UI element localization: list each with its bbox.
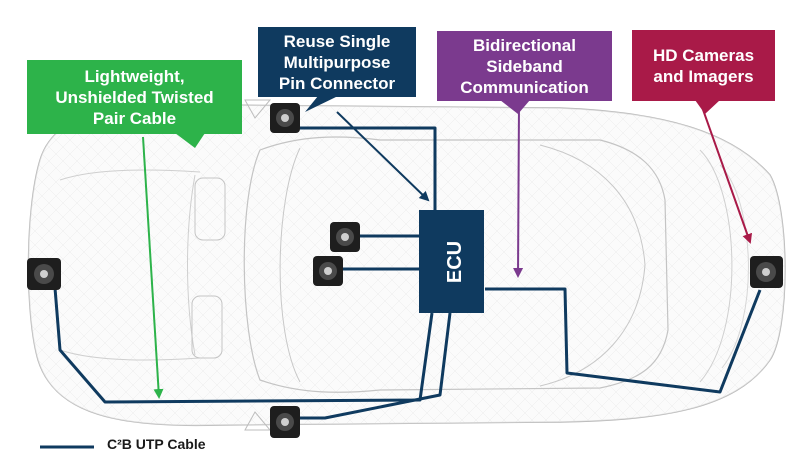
callout-sideband-line-2: Sideband bbox=[486, 56, 563, 76]
camera-module-interior-2 bbox=[313, 256, 343, 286]
callout-connector-line-1: Reuse Single bbox=[283, 31, 391, 51]
camera-module-bottom-mirror bbox=[270, 406, 300, 438]
callout-tail-purple bbox=[500, 100, 530, 114]
callout-cable-line-1: Lightweight, bbox=[84, 66, 185, 86]
ecu-label: ECU bbox=[444, 241, 466, 283]
ecu-box: ECU bbox=[419, 210, 484, 313]
camera-module-front bbox=[27, 258, 61, 290]
arrow-connector bbox=[336, 111, 430, 202]
callout-tail-green bbox=[175, 133, 205, 148]
arrow-cameras bbox=[700, 103, 753, 244]
callout-connector-line-2: Multipurpose bbox=[283, 52, 391, 72]
camera-module-rear bbox=[750, 256, 783, 288]
callout-tail-red bbox=[695, 100, 720, 114]
callout-connector-line-3: Pin Connector bbox=[278, 73, 396, 93]
callout-sideband-line-3: Communication bbox=[460, 77, 589, 97]
callout-cable-line-2: Unshielded Twisted bbox=[55, 87, 214, 107]
callout-sideband: Bidirectional Sideband Communication bbox=[437, 31, 612, 101]
arrow-cable bbox=[142, 136, 164, 399]
callout-tail-navy bbox=[305, 96, 338, 112]
callout-cable-line-3: Pair Cable bbox=[92, 108, 177, 128]
legend-label: C²B UTP Cable bbox=[107, 436, 206, 452]
callout-sideband-line-1: Bidirectional bbox=[473, 35, 576, 55]
arrow-sideband bbox=[513, 103, 524, 278]
callout-utp-cable: Lightweight, Unshielded Twisted Pair Cab… bbox=[27, 60, 242, 134]
callout-cameras-line-2: and Imagers bbox=[653, 66, 754, 86]
car-body bbox=[27, 99, 786, 431]
camera-module-interior-1 bbox=[330, 222, 360, 252]
utp-cable-harness bbox=[53, 126, 762, 420]
callout-cameras-line-1: HD Cameras bbox=[652, 45, 755, 65]
callout-connector: Reuse Single Multipurpose Pin Connector bbox=[258, 27, 416, 97]
callout-cameras: HD Cameras and Imagers bbox=[632, 30, 775, 101]
camera-module-top-mirror bbox=[270, 103, 300, 133]
